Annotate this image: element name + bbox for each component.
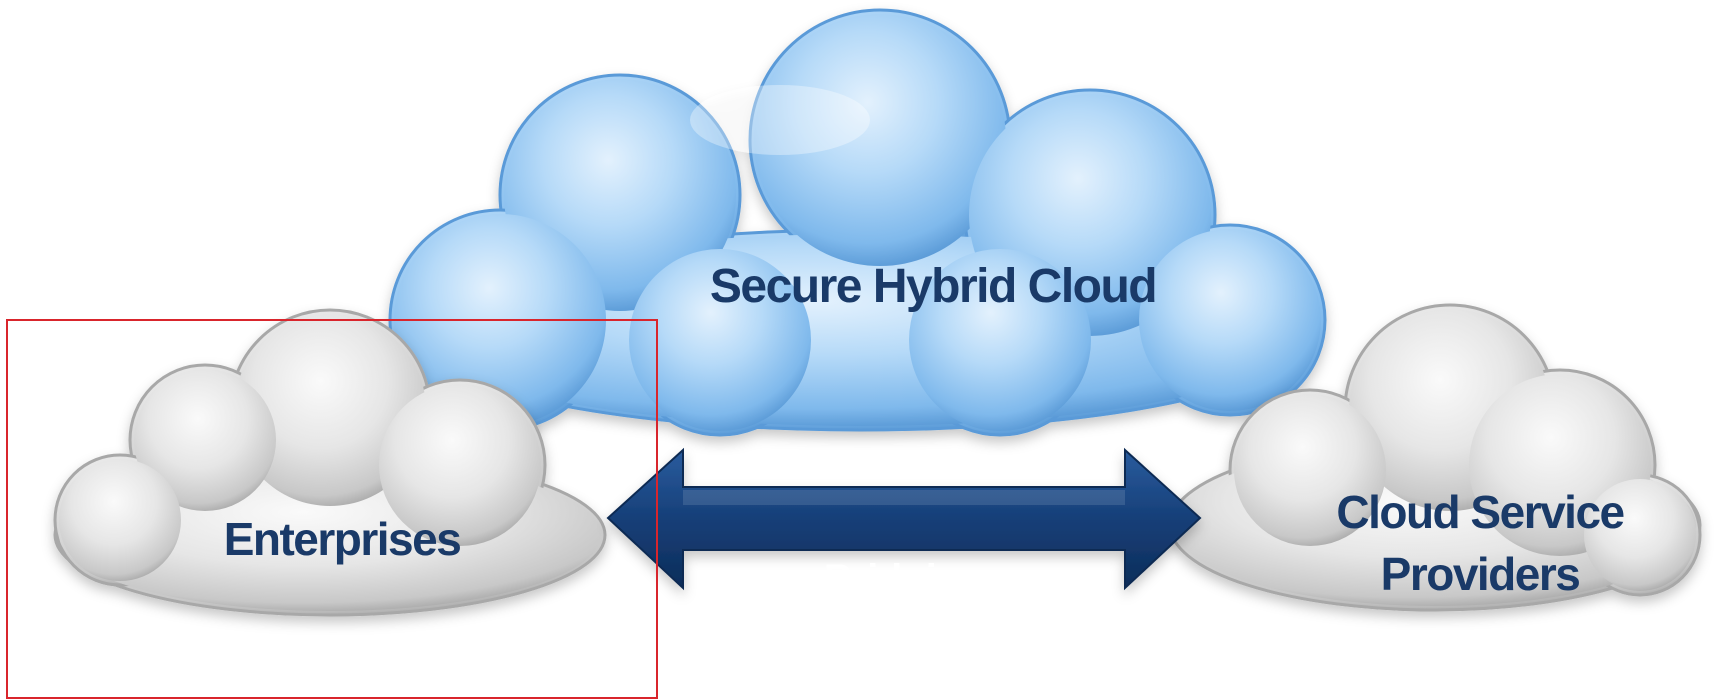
right-cloud-label-line2: Providers (1381, 548, 1580, 600)
right-cloud-label-line1: Cloud Service (1336, 486, 1624, 538)
center-cloud-label: Secure Hybrid Cloud (710, 260, 1156, 313)
left-cloud (53, 308, 607, 617)
selection-box (6, 319, 658, 699)
bridging-arrow (606, 447, 1202, 591)
right-cloud (1168, 303, 1702, 612)
connector-label: Bridging (824, 557, 984, 601)
center-cloud (388, 8, 1327, 437)
left-cloud-label: Enterprises (224, 513, 461, 565)
